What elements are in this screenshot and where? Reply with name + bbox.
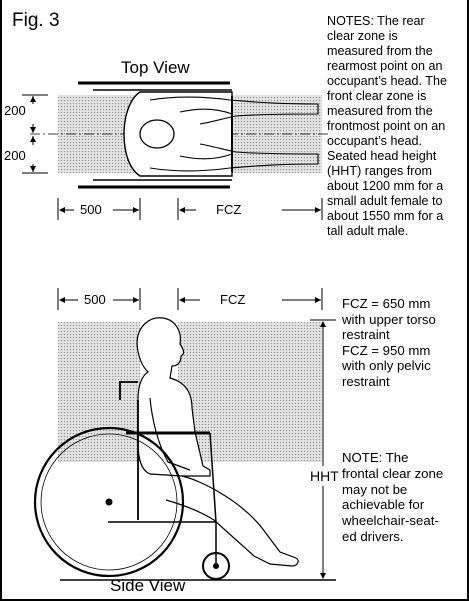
side-rear-clear-zone (58, 322, 140, 462)
side-occupant (136, 317, 299, 567)
side-view-title: Side View (110, 576, 186, 595)
frontal-note: NOTE: The frontal clear zone may not be … (342, 450, 444, 544)
side-view-drawing (33, 288, 336, 581)
top-notes: NOTES: The rear clear zone is measured f… (327, 14, 447, 238)
rear-wheel (33, 426, 185, 578)
top-occupant (149, 96, 319, 172)
top-view-title: Top View (121, 58, 190, 77)
top-dim-rear: 500 (80, 202, 102, 217)
top-dim-upper: 200 (4, 103, 26, 118)
side-dim-height: HHT (310, 468, 339, 484)
top-head (139, 119, 175, 149)
figure-label: Fig. 3 (12, 10, 60, 31)
side-dim-front: FCZ (220, 292, 246, 307)
top-dim-front: FCZ (216, 202, 242, 217)
top-dim-lower: 200 (4, 148, 26, 163)
side-front-clear-zone (178, 322, 322, 462)
fcz-notes: FCZ = 650 mm with upper torso restraint … (342, 296, 436, 389)
side-dim-rear: 500 (84, 292, 106, 307)
top-view-drawing (22, 81, 328, 220)
side-wheelchair (33, 381, 230, 580)
top-chair-frame (123, 91, 233, 177)
